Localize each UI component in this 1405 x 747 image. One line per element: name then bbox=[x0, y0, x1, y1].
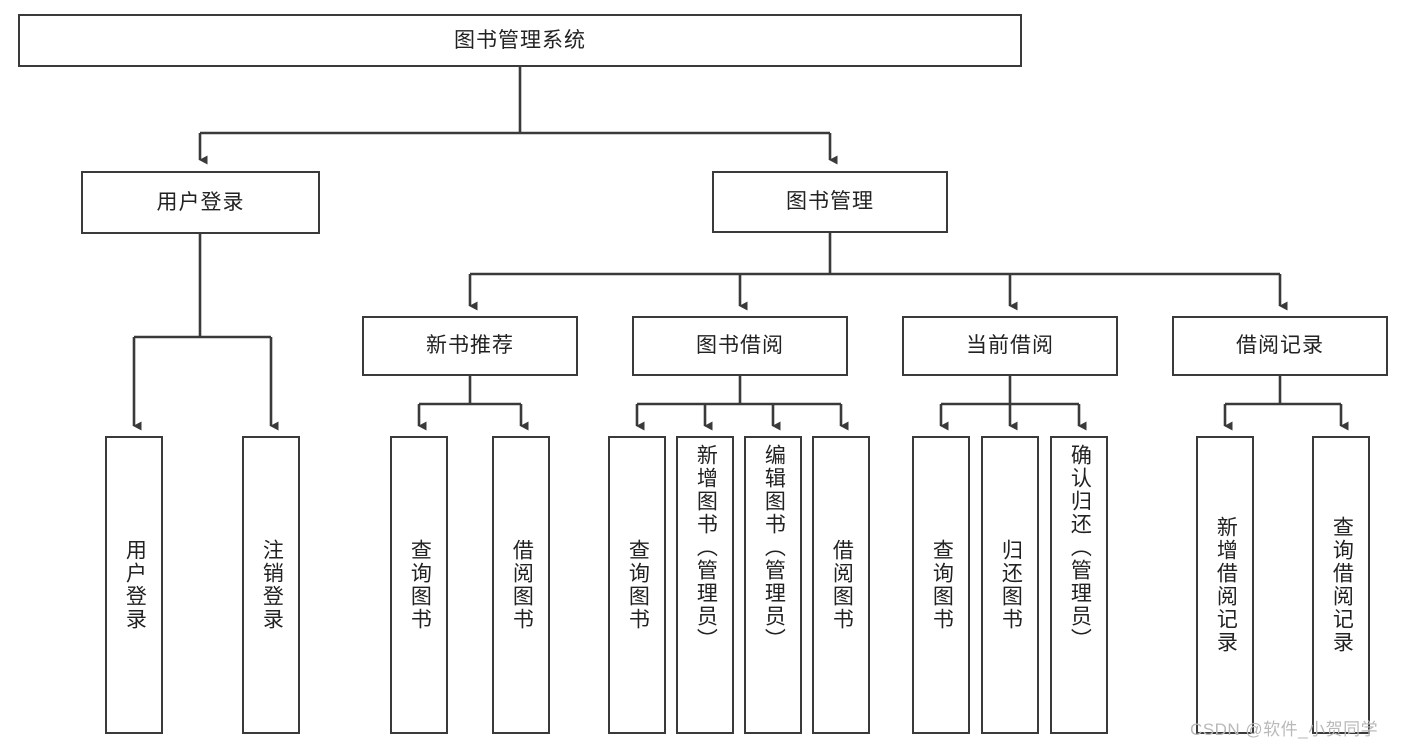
csdn-watermark: CSDN @软件_小贺同学 bbox=[1190, 720, 1379, 739]
leaf-borrow-borrow-book[interactable]: 借阅图书 bbox=[812, 436, 870, 734]
node-label: 当前借阅 bbox=[966, 334, 1054, 358]
node-label: 新增图书（管理员） bbox=[694, 444, 718, 651]
node-label: 新增借阅记录 bbox=[1214, 516, 1238, 654]
leaf-borrow-query-book[interactable]: 查询图书 bbox=[608, 436, 666, 734]
node-label: 查询图书 bbox=[626, 539, 650, 631]
node-label: 图书管理 bbox=[786, 190, 874, 214]
node-label: 用户登录 bbox=[156, 190, 245, 214]
node-book-management[interactable]: 图书管理 bbox=[712, 171, 948, 233]
node-label: 借阅图书 bbox=[510, 539, 534, 631]
leaf-current-query-book[interactable]: 查询图书 bbox=[912, 436, 970, 734]
node-label: 查询图书 bbox=[930, 539, 954, 631]
node-label: 新书推荐 bbox=[426, 334, 514, 358]
node-root-system[interactable]: 图书管理系统 bbox=[18, 14, 1022, 67]
leaf-record-add-record[interactable]: 新增借阅记录 bbox=[1196, 436, 1254, 734]
node-label: 注销登录 bbox=[260, 539, 284, 631]
node-current-borrow[interactable]: 当前借阅 bbox=[902, 316, 1118, 376]
node-label: 查询图书 bbox=[408, 539, 432, 631]
leaf-borrow-edit-book[interactable]: 编辑图书（管理员） bbox=[744, 436, 802, 734]
node-label: 借阅记录 bbox=[1236, 334, 1324, 358]
node-label: 确认归还（管理员） bbox=[1068, 444, 1092, 651]
leaf-new-book-query[interactable]: 查询图书 bbox=[390, 436, 448, 734]
node-label: 编辑图书（管理员） bbox=[762, 444, 786, 651]
node-borrow-record[interactable]: 借阅记录 bbox=[1172, 316, 1388, 376]
leaf-user-login-login[interactable]: 用户登录 bbox=[105, 436, 163, 734]
node-new-book-recommend[interactable]: 新书推荐 bbox=[362, 316, 578, 376]
leaf-user-login-logout[interactable]: 注销登录 bbox=[242, 436, 300, 734]
node-label: 图书借阅 bbox=[696, 334, 784, 358]
leaf-new-book-borrow[interactable]: 借阅图书 bbox=[492, 436, 550, 734]
node-label: 查询借阅记录 bbox=[1330, 516, 1354, 654]
leaf-current-confirm-return[interactable]: 确认归还（管理员） bbox=[1050, 436, 1108, 734]
leaf-borrow-add-book[interactable]: 新增图书（管理员） bbox=[676, 436, 734, 734]
node-user-login[interactable]: 用户登录 bbox=[81, 171, 320, 234]
node-label: 图书管理系统 bbox=[454, 28, 586, 52]
node-label: 归还图书 bbox=[999, 539, 1023, 631]
leaf-record-query-record[interactable]: 查询借阅记录 bbox=[1312, 436, 1370, 734]
node-label: 用户登录 bbox=[123, 539, 147, 631]
node-book-borrow[interactable]: 图书借阅 bbox=[632, 316, 848, 376]
node-label: 借阅图书 bbox=[830, 539, 854, 631]
leaf-current-return-book[interactable]: 归还图书 bbox=[981, 436, 1039, 734]
